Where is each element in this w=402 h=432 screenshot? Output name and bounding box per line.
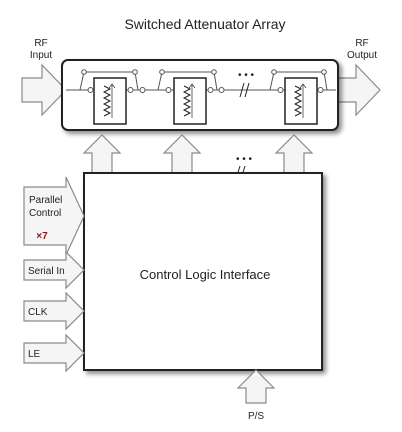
rf-input-label-line1: RF (34, 38, 47, 49)
le-label: LE (28, 349, 41, 360)
control-ellipsis: • • • (236, 154, 253, 165)
rf-output-label-line1: RF (355, 38, 368, 49)
parallel-control-arrow (23, 176, 85, 256)
switch-node (139, 87, 146, 93)
attenuator-stage-2 (157, 69, 218, 125)
parallel-multiplier: ×7 (36, 231, 48, 242)
control-arrow-stage-2 (162, 134, 202, 174)
control-arrow-stage-1 (82, 134, 122, 174)
path-break-mark (239, 82, 250, 98)
attenuator-stage-1 (79, 69, 139, 125)
control-logic-label: Control Logic Interface (140, 267, 271, 282)
clk-label: CLK (28, 307, 48, 318)
control-arrow-stage-3 (274, 134, 314, 174)
clk-arrow (23, 291, 85, 331)
diagram-title: Switched Attenuator Array (124, 16, 285, 32)
parallel-label-line1: Parallel (29, 195, 62, 206)
ps-arrow (236, 369, 276, 404)
rf-input-label-line2: Input (30, 50, 52, 61)
switch-node (218, 87, 225, 93)
rf-output-label-line2: Output (347, 50, 377, 61)
attenuator-stage-3 (269, 69, 328, 125)
control-logic-block (83, 172, 323, 371)
stage-ellipsis: • • • (238, 70, 255, 81)
parallel-label-line2: Control (29, 208, 61, 219)
serial-in-arrow (23, 250, 85, 290)
ps-label: P/S (248, 411, 264, 422)
serial-in-label: Serial In (28, 266, 65, 277)
rf-input-arrow (21, 63, 67, 117)
le-arrow (23, 333, 85, 373)
rf-output-arrow (337, 63, 381, 117)
